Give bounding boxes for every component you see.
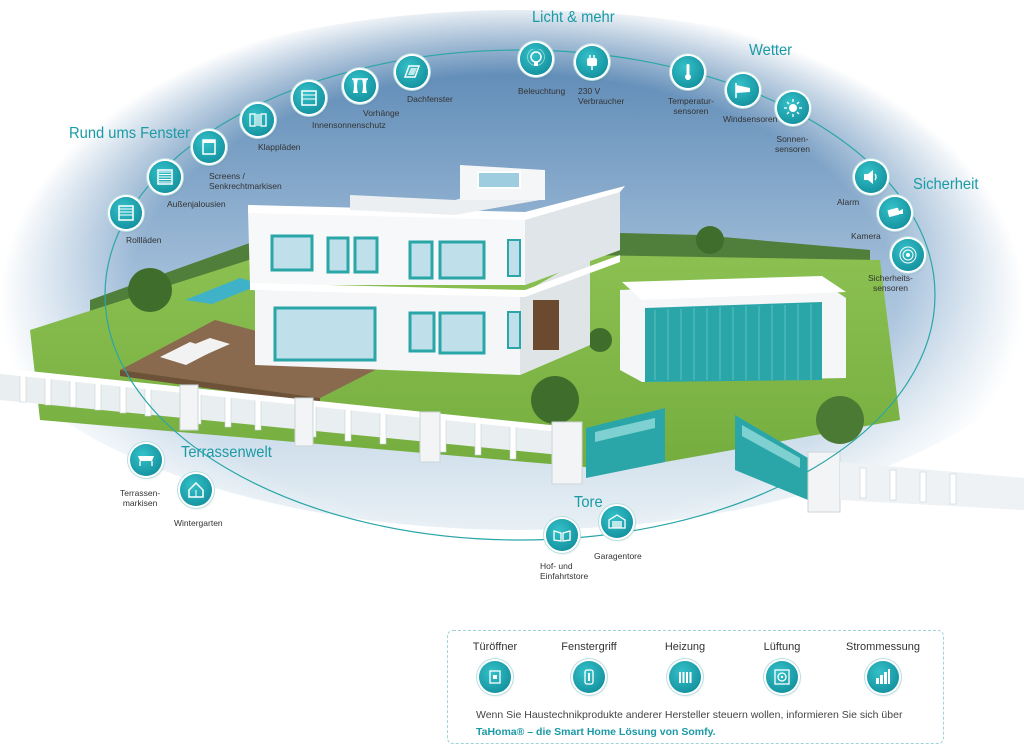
item-klappladen[interactable]: Klappläden xyxy=(242,104,301,152)
item-temperatursensoren[interactable]: Temperatur-sensoren xyxy=(668,56,714,116)
item-label: Innensonnenschutz xyxy=(312,120,386,130)
item-label: Dachfenster xyxy=(407,94,453,104)
item-rolllaeden[interactable]: Rollläden xyxy=(110,197,161,245)
item-label: Wintergarten xyxy=(174,518,223,528)
item-label: Hof- und xyxy=(540,561,573,571)
external-blind-icon xyxy=(149,161,181,193)
panel-label-tueroeffner: Türöffner xyxy=(472,641,518,653)
item-label: Einfahrtstore xyxy=(540,571,589,581)
item-label: Sicherheits- xyxy=(868,273,913,283)
category-tore: Tore xyxy=(574,494,603,511)
item-label: Temperatur- xyxy=(668,96,714,106)
item-garagentore[interactable]: Garagentore xyxy=(594,506,642,561)
category-sicherheit: Sicherheit xyxy=(913,176,979,193)
item-label: Verbraucher xyxy=(578,96,625,106)
terrace-awning-icon xyxy=(130,444,162,476)
item-wintergarten[interactable]: Wintergarten xyxy=(174,474,223,528)
item-label: Klappläden xyxy=(258,142,301,152)
item-kamera[interactable]: Kamera xyxy=(851,197,911,241)
panel-note: Wenn Sie Haustechnikprodukte anderer Her… xyxy=(476,709,903,721)
item-label: Kamera xyxy=(851,231,881,241)
security-camera-icon xyxy=(879,197,911,229)
item-label: Rollläden xyxy=(126,235,162,245)
category-licht-und-mehr: Licht & mehr xyxy=(532,9,615,26)
conservatory-icon xyxy=(180,474,212,506)
item-screens[interactable]: Screens /Senkrechtmarkisen xyxy=(193,131,282,191)
item-label: Beleuchtung xyxy=(518,86,566,96)
item-sicherheitssensoren[interactable]: Sicherheits-sensoren xyxy=(868,239,924,293)
item-label: Garagentore xyxy=(594,551,642,561)
item-label: Außenjalousien xyxy=(167,199,226,209)
windsock-icon xyxy=(727,74,759,106)
item-alarm[interactable]: Alarm xyxy=(837,161,887,207)
thermometer-icon xyxy=(672,56,704,88)
radiator-icon[interactable] xyxy=(669,661,701,693)
speaker-alarm-icon xyxy=(855,161,887,193)
interior-shade-icon xyxy=(293,82,325,114)
garage-door-icon xyxy=(601,506,633,538)
panel-label-heizung: Heizung xyxy=(664,641,706,653)
ventilation-icon[interactable] xyxy=(766,661,798,693)
item-innensonnenschutz[interactable]: Innensonnenschutz xyxy=(293,82,386,130)
curtain-icon xyxy=(344,70,376,102)
power-plug-icon xyxy=(576,46,608,78)
item-label: sensoren xyxy=(775,144,810,154)
window-handle-icon[interactable] xyxy=(573,661,605,693)
door-opener-icon[interactable] xyxy=(479,661,511,693)
item-label: Sonnen- xyxy=(776,134,809,144)
roller-shutter-icon xyxy=(110,197,142,229)
sun-icon xyxy=(777,92,809,124)
tahoma-link[interactable]: TaHoma® – die Smart Home Lösung von Somf… xyxy=(476,726,716,738)
panel-label-strommessung: Strommessung xyxy=(846,641,920,653)
power-meter-icon[interactable] xyxy=(867,661,899,693)
item-label: Vorhänge xyxy=(363,108,400,118)
item-dachfenster[interactable]: Dachfenster xyxy=(396,56,453,104)
item-label: sensoren xyxy=(872,283,908,293)
category-rund-ums-fenster: Rund ums Fenster xyxy=(69,125,191,142)
item-label: sensoren xyxy=(673,106,709,116)
category-terrassenwelt: Terrassenwelt xyxy=(181,444,272,461)
driveway-gate-icon xyxy=(546,519,578,551)
panel-label-fenstergriff: Fenstergriff xyxy=(561,641,617,653)
hinged-shutter-icon xyxy=(242,104,274,136)
panel-label-lueftung: Lüftung xyxy=(763,641,801,653)
light-bulb-icon xyxy=(520,43,552,75)
item-label: Senkrechtmarkisen xyxy=(209,181,282,191)
category-wetter: Wetter xyxy=(749,42,793,59)
smart-home-house-illustration xyxy=(0,0,1024,600)
item-label: Windsensoren xyxy=(723,114,778,124)
item-sonnensensoren[interactable]: Sonnen-sensoren xyxy=(775,92,810,154)
item-windsensoren[interactable]: Windsensoren xyxy=(723,74,777,124)
item-label: markisen xyxy=(122,498,158,508)
item-vorhaenge[interactable]: Vorhänge xyxy=(344,70,399,118)
motion-sensor-icon xyxy=(892,239,924,271)
item-label: Alarm xyxy=(837,197,860,207)
item-label: Terrassen- xyxy=(120,488,161,498)
item-beleuchtung[interactable]: Beleuchtung xyxy=(518,43,565,96)
item-label: 230 V xyxy=(578,86,601,96)
screen-awning-icon xyxy=(193,131,225,163)
item-terrassenmarkisen[interactable]: Terrassen-markisen xyxy=(120,444,162,508)
item-aussenjalousien[interactable]: Außenjalousien xyxy=(149,161,226,209)
item-label: Screens / xyxy=(209,171,245,181)
roof-window-icon xyxy=(396,56,428,88)
third-party-products-panel: Türöffner Fenstergriff Heizung Lüftung S… xyxy=(447,630,944,744)
